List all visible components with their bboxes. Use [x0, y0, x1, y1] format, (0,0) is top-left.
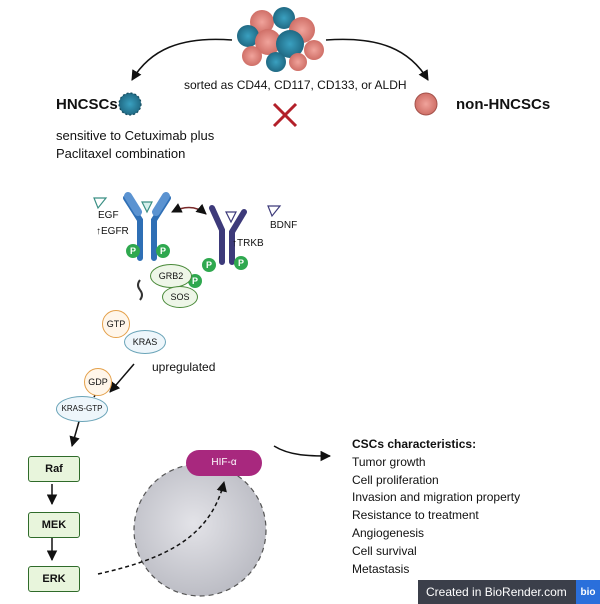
- non-hncsc-cell-icon: [414, 92, 438, 116]
- characteristic-item: Tumor growth: [352, 454, 426, 469]
- tumor-cluster-icon: [237, 7, 324, 72]
- hif-alpha-node: HIF-α: [186, 450, 262, 476]
- upregulated-label: upregulated: [152, 360, 216, 374]
- mek-box: MEK: [28, 512, 80, 538]
- characteristics-title: CSCs characteristics:: [352, 437, 477, 451]
- egfr-label: ↑EGFR: [96, 226, 129, 237]
- characteristic-item: Invasion and migration property: [352, 490, 521, 505]
- characteristic-item: Cell proliferation: [352, 472, 439, 487]
- egf-small-icon: [93, 197, 108, 210]
- non-hncscs-label: non-HNCSCs: [456, 96, 551, 113]
- hncscs-label: HNCSCs: [56, 96, 118, 113]
- characteristic-item: Angiogenesis: [352, 525, 425, 540]
- gtp-node: GTP: [102, 310, 130, 338]
- phospho-egfr-left: P: [126, 244, 140, 258]
- phospho-trkb-left: P: [202, 258, 216, 272]
- egf-label: EGF: [98, 210, 119, 221]
- raf-box: Raf: [28, 456, 80, 482]
- sos-node: SOS: [162, 286, 198, 308]
- hncsc-cell-icon: [118, 92, 142, 116]
- characteristic-item: Cell survival: [352, 543, 417, 558]
- hncscs-note-line1: sensitive to Cetuximab plus: [56, 128, 215, 143]
- cell-sphere-icon: [133, 463, 267, 597]
- phospho-egfr-right: P: [156, 244, 170, 258]
- kras-anchor-squiggle: [137, 279, 143, 301]
- csc-characteristics: CSCs characteristics: Tumor growth Cell …: [352, 436, 520, 578]
- arrow-kras-gtp-to-raf: [69, 417, 81, 448]
- biorender-badge[interactable]: Created in BioRender.com bio: [418, 580, 600, 604]
- arrow-to-hncscs: [131, 38, 233, 81]
- bdnf-label: BDNF: [270, 220, 298, 231]
- arrow-to-non-hncscs: [325, 38, 429, 81]
- characteristic-item: Metastasis: [352, 561, 410, 576]
- red-cross-icon: [272, 102, 298, 128]
- hncscs-note-line2: Paclitaxel combination: [56, 146, 186, 161]
- arrow-kras-to-kras-gtp: [109, 363, 135, 393]
- biorender-logo-icon: bio: [576, 580, 600, 604]
- trkb-receptor-icon: [209, 205, 247, 265]
- sort-criteria-label: sorted as CD44, CD117, CD133, or ALDH: [184, 78, 407, 92]
- arrow-erk-to-hif: [97, 480, 227, 575]
- bdnf-small-icon: [267, 205, 282, 218]
- phospho-trkb-right: P: [234, 256, 248, 270]
- receptor-crosstalk-arrow: [171, 203, 207, 215]
- kras-gtp-node: KRAS-GTP: [56, 396, 108, 422]
- egf-ligand-icon: [141, 201, 153, 214]
- erk-box: ERK: [28, 566, 80, 592]
- trkb-label: ↑TRKB: [232, 238, 264, 249]
- grb2-node: GRB2: [150, 264, 192, 288]
- bdnf-ligand-icon: [225, 211, 237, 224]
- biorender-badge-text: Created in BioRender.com: [426, 585, 567, 599]
- characteristic-item: Resistance to treatment: [352, 508, 479, 523]
- arrow-hif-to-characteristics: [273, 445, 332, 462]
- kras-node: KRAS: [124, 330, 166, 354]
- egfr-receptor-icon: [123, 192, 171, 261]
- gdp-node: GDP: [84, 368, 112, 396]
